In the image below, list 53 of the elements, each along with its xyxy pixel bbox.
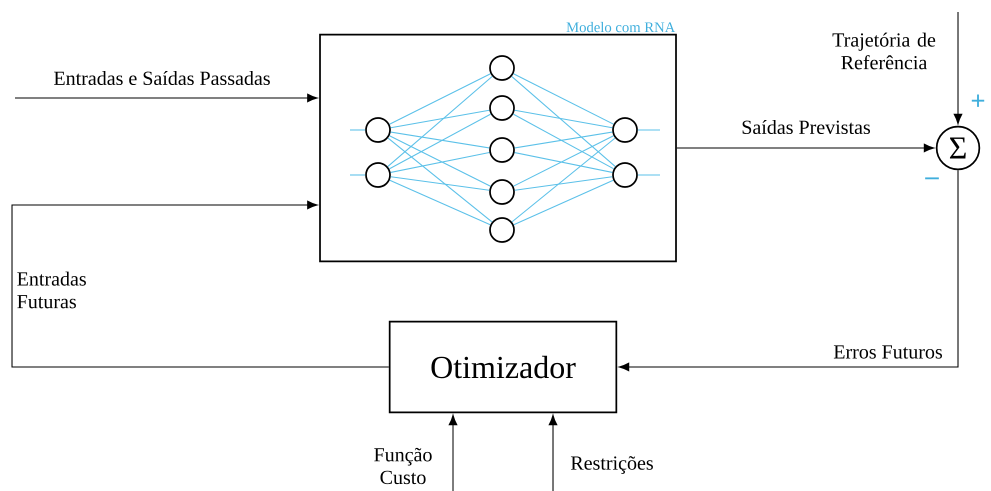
node-label: Modelo com RNA <box>566 22 676 32</box>
arrow <box>618 170 959 372</box>
neuron-circle <box>365 162 391 188</box>
connection-line <box>390 152 490 173</box>
connection-line <box>514 110 612 128</box>
connection-line <box>390 132 490 148</box>
connection-line <box>388 138 492 222</box>
connection-line <box>387 76 493 167</box>
edge-label: Trajetória de Referência <box>832 32 936 70</box>
arrow <box>448 414 458 491</box>
summing-junction: Σ <box>936 126 980 170</box>
connection-line <box>638 129 660 131</box>
neuron-circle <box>489 179 515 205</box>
connection-line <box>513 135 614 187</box>
connection-line <box>511 76 616 167</box>
connection-line <box>350 174 366 176</box>
model-box: Modelo com RNA <box>319 22 677 262</box>
connection-line <box>514 132 612 148</box>
edge-label: Restrições <box>570 456 653 474</box>
connection-line <box>514 180 614 226</box>
connection-line <box>513 73 614 125</box>
edge-label: Entradas Futuras <box>17 272 86 308</box>
connection-line <box>390 180 490 226</box>
neuron-circle <box>612 162 638 188</box>
arrow <box>548 414 558 491</box>
connection-line <box>350 129 366 131</box>
optimizer-box: Otimizador <box>388 320 618 414</box>
edge-label: Erros Futuros <box>834 345 942 359</box>
edge-label: Entradas e Saídas Passadas <box>54 70 270 86</box>
connection-line <box>390 110 490 128</box>
sign-label: – <box>925 177 939 180</box>
connection-line <box>389 73 491 125</box>
connection-line <box>512 138 616 222</box>
connection-line <box>514 176 612 191</box>
neuron-circle <box>489 137 515 163</box>
connection-line <box>390 176 490 191</box>
neuron-circle <box>489 95 515 121</box>
neuron-circle <box>489 217 515 243</box>
arrow <box>676 144 934 152</box>
arrow <box>15 94 318 102</box>
connection-line <box>513 114 614 170</box>
arrow <box>11 200 389 368</box>
neuron-circle <box>365 117 391 143</box>
neuron-circle <box>489 55 515 81</box>
connection-line <box>389 135 491 187</box>
connection-line <box>638 174 660 176</box>
neuron-circle <box>612 117 638 143</box>
edge-label: Saídas Previstas <box>742 120 870 134</box>
arrow <box>954 12 962 124</box>
connection-line <box>389 114 491 170</box>
edge-label: Função Custo <box>374 448 432 484</box>
sign-label: + <box>972 94 984 107</box>
connection-line <box>514 152 612 173</box>
